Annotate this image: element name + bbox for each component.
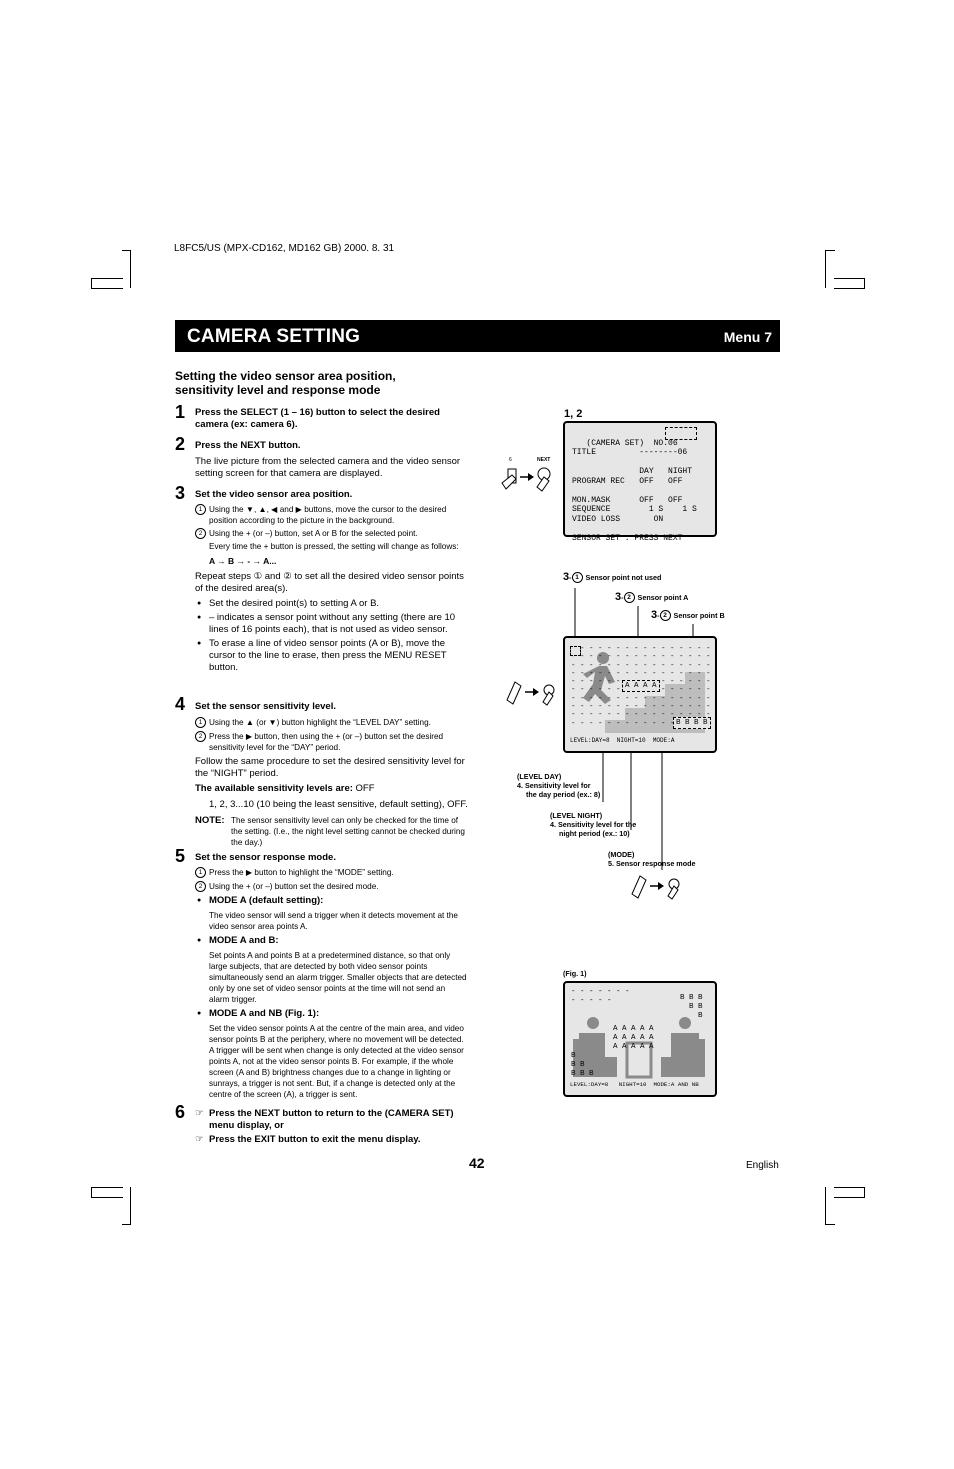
key-next-label: NEXT [537,457,551,463]
step-6-text-1: ☞Press the NEXT button to return to the … [195,1108,454,1131]
mode-anb-desc: Set the video sensor points A at the cen… [209,1024,464,1099]
step-3-text: Set the video sensor area position. [195,489,353,500]
no-highlight-box [665,427,697,440]
step-2-desc: The live picture from the selected camer… [195,456,461,479]
sensor-status-line: LEVEL:DAY=8 NIGHT=10 MODE:A [570,736,675,746]
step-3-sequence: A → B → - → A... [209,556,277,566]
mode-ab-title: MODE A and B: [195,935,467,947]
step-4-available: The available sensitivity levels are: OF… [195,783,375,794]
sensor-setting-screen: - - - - - - - - - - - - - - - - - - - - … [563,636,717,753]
title-bar: CAMERA SETTING Menu 7 [175,320,780,352]
mode-label: (MODE)5. Sensor response mode [608,850,696,868]
level-night-label: (LEVEL NIGHT)4. Sensitivity level for th… [550,811,637,838]
crop-mark [122,1187,131,1225]
step-4-follow: Follow the same procedure to set the des… [195,756,465,779]
crop-mark [91,278,123,289]
step-3-bullet-1: Set the desired point(s) to setting A or… [195,598,467,610]
step-3-bullet-3: To erase a line of video sensor points (… [195,638,467,674]
step-3-bullet-2: – indicates a sensor point without any s… [195,612,467,636]
fig1-top-right-b: B B B B B B [680,994,703,1020]
step-1-text: Press the SELECT (1 – 16) button to sele… [195,407,440,430]
step-4-text: Set the sensor sensitivity level. [195,701,336,712]
hand-press-icon [506,681,555,706]
key-press-illustration: 6 NEXT [500,457,560,493]
crop-mark [91,1187,123,1198]
sensor-row-a: A A A A [622,680,660,692]
document-header: L8FC5/US (MPX-CD162, MD162 GB) 2000. 8. … [174,243,395,254]
hand-press-icon [501,467,551,492]
step-3-repeat: Repeat steps ① and ② to set all the desi… [195,571,464,594]
step-5-text: Set the sensor response mode. [195,852,336,863]
fig-top-label: 1, 2 [564,408,583,420]
fig1-bottom-left-b: B B B B B B [571,1052,594,1078]
seated-figures-background [573,1017,705,1079]
page-title: CAMERA SETTING [187,326,361,347]
menu-label: Menu 7 [723,329,772,345]
step-2: 2 Press the NEXT button. The live pictur… [175,434,465,480]
fig1-label: (Fig. 1) [563,969,587,978]
crop-mark [825,250,835,288]
fig1-center-a: A A A A A A A A A A A A A A A [613,1025,654,1051]
fig1-screen: - - - - - - - - - - - - B B B B B B A A … [563,981,717,1097]
fig1-top-left-dashes: - - - - - - - - - - - - [571,988,630,1005]
section-title: Setting the video sensor area position, … [175,369,396,397]
crop-mark [834,1187,865,1198]
key-6-label: 6 [509,457,512,463]
step-2-text: Press the NEXT button. [195,440,301,451]
sensor-row-b: B B B B [673,717,711,729]
mode-a-title: MODE A (default setting): [195,895,467,907]
pointing-hand-icon: ☞ [195,1134,204,1145]
hand-press-icon [631,875,680,900]
step-6: 6 ☞Press the NEXT button to return to th… [175,1102,465,1146]
step-3-sub2b: Every time the + button is pressed, the … [209,542,459,551]
crop-mark [834,278,865,289]
hand-press-illustration [503,676,563,711]
sensor-grid: - - - - - - - - - - - - - - - - - - - - … [571,645,711,728]
fig1-status-line: LEVEL:DAY=8 NIGHT=10 MODE:A AND NB [570,1081,699,1088]
step-1: 1 Press the SELECT (1 – 16) button to se… [175,402,465,431]
step-4-note: NOTE:The sensor sensitivity level can on… [195,815,465,847]
page-number: 42 [469,1155,485,1171]
not-used-marker [570,646,581,656]
mode-a-desc: The video sensor will send a trigger whe… [209,911,458,931]
crop-mark [122,250,131,288]
language-label: English [746,1160,779,1171]
mode-anb-title: MODE A and NB (Fig. 1): [195,1008,467,1020]
hand-press-illustration-2 [628,870,688,905]
step-4-levels: 1, 2, 3...10 (10 being the least sensiti… [209,799,468,810]
mode-ab-desc: Set points A and points B at a predeterm… [209,951,467,1004]
pointing-hand-icon: ☞ [195,1108,204,1119]
step-6-text-2: ☞Press the EXIT button to exit the menu … [195,1134,421,1145]
crop-mark [825,1187,835,1225]
